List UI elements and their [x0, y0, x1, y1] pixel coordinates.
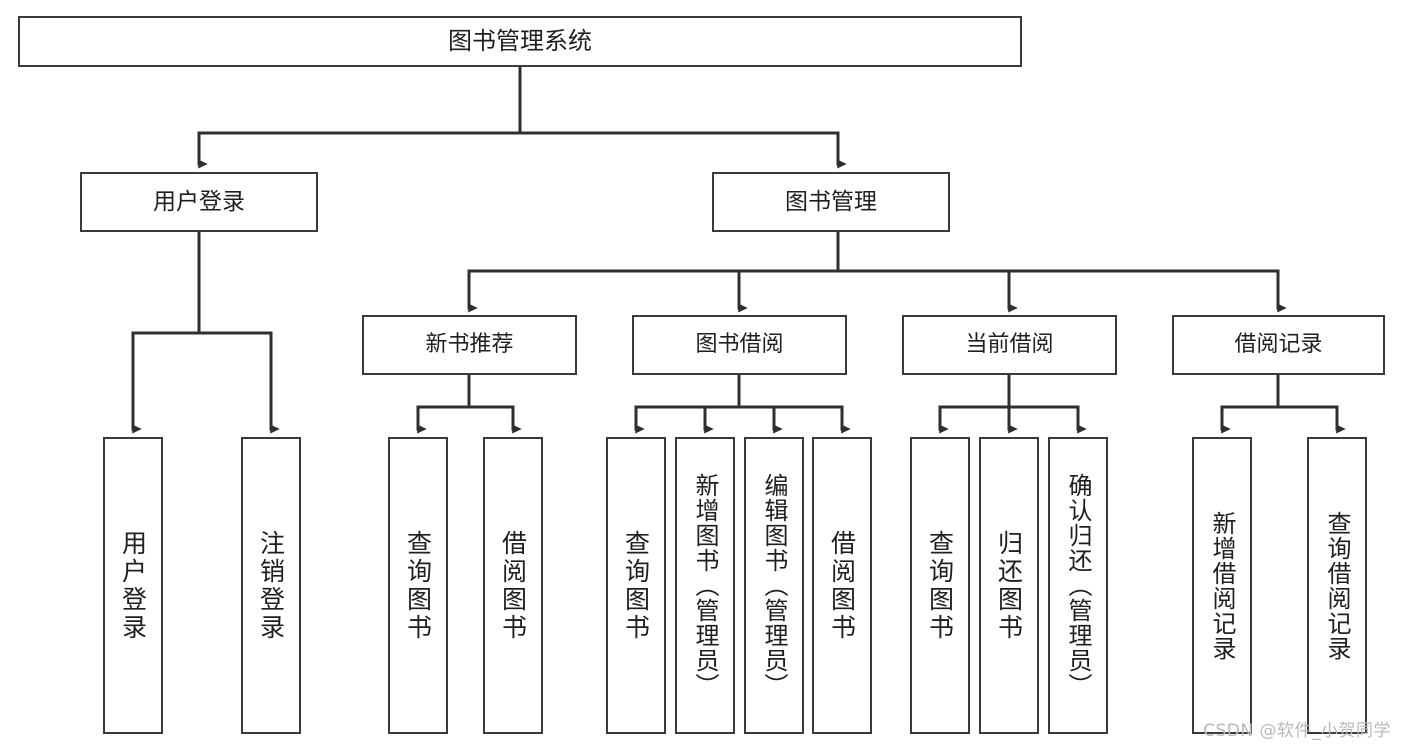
node-leaf-query-record[interactable]: 查询借阅记录	[1307, 437, 1367, 734]
node-user-login[interactable]: 用户登录	[80, 172, 318, 232]
node-user-login-label: 用户登录	[153, 188, 245, 215]
node-leaf-query-record-label: 查询借阅记录	[1323, 510, 1351, 661]
node-current-borrow-label: 当前借阅	[965, 332, 1054, 358]
node-leaf-confirm-return-label: 确认归还（管理员）	[1064, 473, 1092, 698]
node-leaf-return-book-label: 归还图书	[994, 529, 1024, 642]
node-leaf-query-book-2-label: 查询图书	[621, 529, 651, 642]
node-root-label: 图书管理系统	[448, 26, 592, 55]
node-leaf-add-record[interactable]: 新增借阅记录	[1192, 437, 1252, 734]
node-leaf-borrow-book-1-label: 借阅图书	[498, 529, 528, 642]
watermark: CSDN @软件_小贺同学	[1203, 721, 1391, 741]
node-book-management-label: 图书管理	[785, 188, 877, 215]
node-new-book-recommend-label: 新书推荐	[425, 332, 514, 358]
node-leaf-logout-login-label: 注销登录	[256, 529, 286, 642]
node-borrow-record[interactable]: 借阅记录	[1172, 315, 1385, 375]
node-leaf-edit-book[interactable]: 编辑图书（管理员）	[744, 437, 804, 734]
node-current-borrow[interactable]: 当前借阅	[902, 315, 1117, 375]
node-book-management[interactable]: 图书管理	[712, 172, 950, 232]
node-new-book-recommend[interactable]: 新书推荐	[362, 315, 577, 375]
node-leaf-borrow-book-1[interactable]: 借阅图书	[483, 437, 543, 734]
node-leaf-add-book[interactable]: 新增图书（管理员）	[675, 437, 735, 734]
node-leaf-query-book-1[interactable]: 查询图书	[388, 437, 448, 734]
node-leaf-query-book-3-label: 查询图书	[925, 529, 955, 642]
node-leaf-add-book-label: 新增图书（管理员）	[691, 473, 719, 698]
node-leaf-logout-login[interactable]: 注销登录	[241, 437, 301, 734]
node-root[interactable]: 图书管理系统	[18, 16, 1022, 67]
node-leaf-borrow-book-2[interactable]: 借阅图书	[812, 437, 872, 734]
node-leaf-confirm-return[interactable]: 确认归还（管理员）	[1048, 437, 1108, 734]
node-borrow-record-label: 借阅记录	[1234, 332, 1323, 358]
node-leaf-query-book-2[interactable]: 查询图书	[606, 437, 666, 734]
node-leaf-edit-book-label: 编辑图书（管理员）	[760, 473, 788, 698]
node-leaf-add-record-label: 新增借阅记录	[1208, 510, 1236, 661]
node-book-borrow[interactable]: 图书借阅	[632, 315, 847, 375]
node-leaf-user-login[interactable]: 用户登录	[103, 437, 163, 734]
node-leaf-query-book-3[interactable]: 查询图书	[910, 437, 970, 734]
node-leaf-query-book-1-label: 查询图书	[403, 529, 433, 642]
node-leaf-borrow-book-2-label: 借阅图书	[827, 529, 857, 642]
node-leaf-return-book[interactable]: 归还图书	[979, 437, 1039, 734]
node-leaf-user-login-label: 用户登录	[118, 529, 148, 642]
node-book-borrow-label: 图书借阅	[695, 332, 784, 358]
